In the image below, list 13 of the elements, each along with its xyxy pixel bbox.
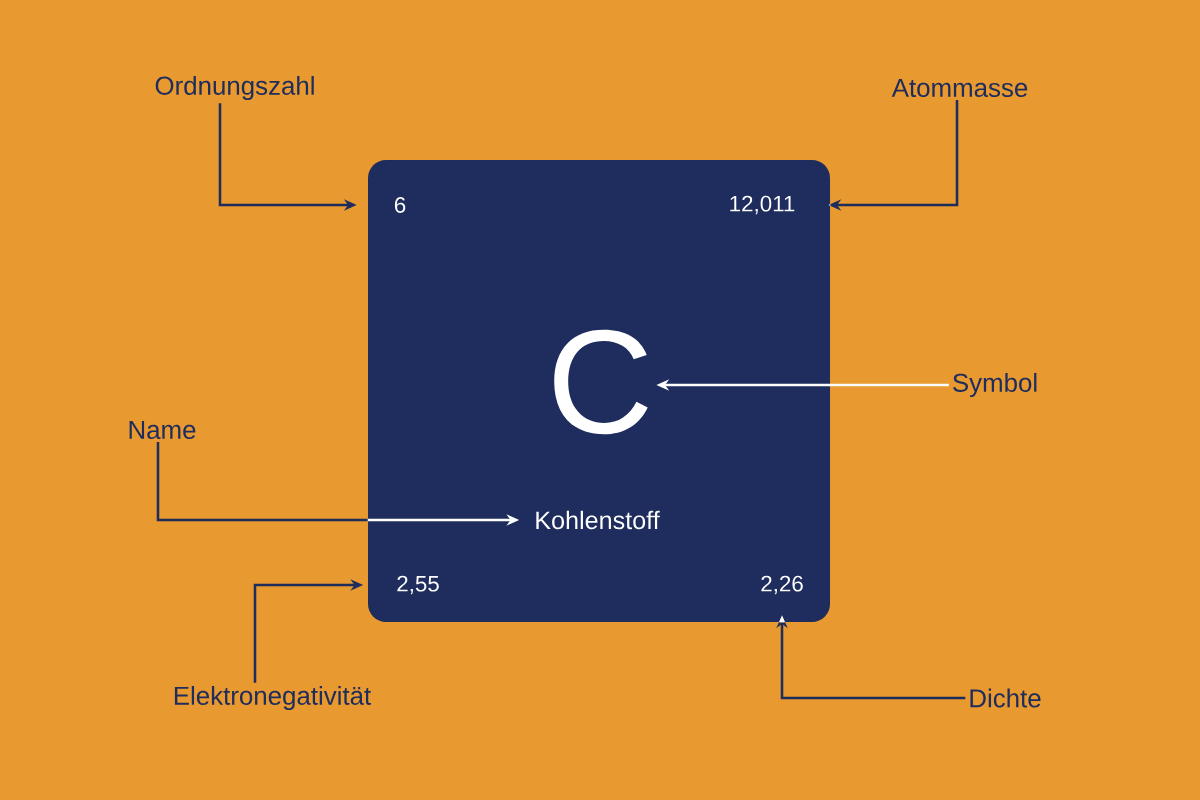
element-symbol: C [554, 329, 648, 435]
annotation-label: Name [129, 420, 196, 439]
atomic-number: 6 [394, 197, 406, 213]
annotation-label: Elektronegativität [174, 685, 371, 711]
element-name: Kohlenstoff [536, 510, 660, 530]
element-tile [368, 160, 830, 622]
electronegativity-value: 2,55 [397, 575, 439, 595]
atomic-mass: 12,011 [730, 195, 795, 215]
annotation-label: Symbol [953, 372, 1037, 398]
annotation-label: Ordnungszahl [155, 75, 314, 101]
density-value: 2,26 [761, 575, 803, 595]
annotation-label: Atommasse [891, 78, 1028, 97]
annotation-label: Dichte [970, 688, 1041, 708]
